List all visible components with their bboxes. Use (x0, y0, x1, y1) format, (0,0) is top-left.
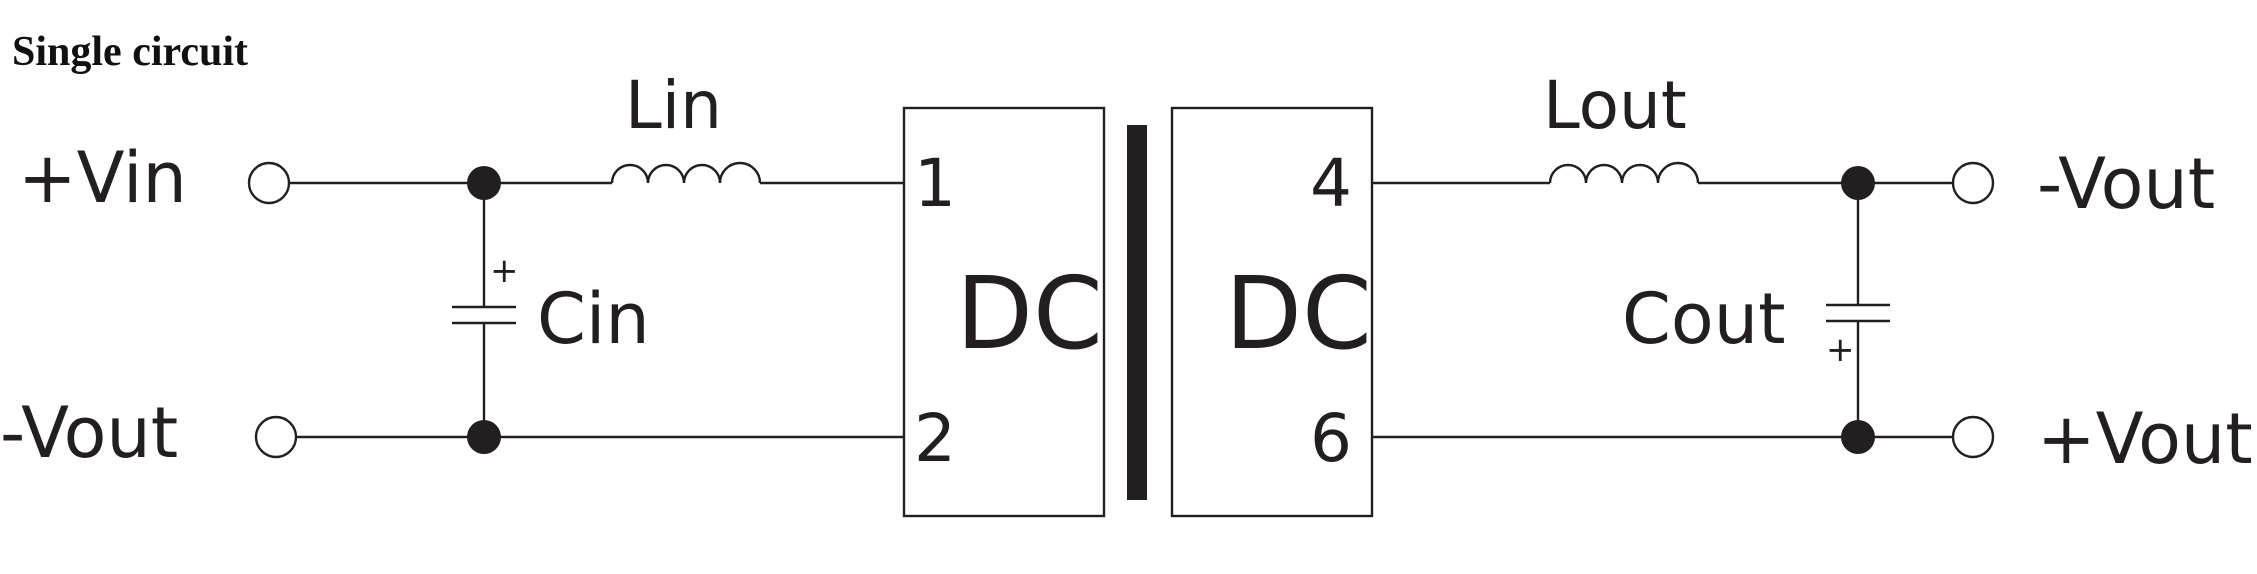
input-bottom-junction (467, 420, 501, 454)
input-capacitor-label: Cin (537, 278, 650, 360)
output-bottom-terminal-label: +Vout (2037, 398, 2253, 480)
converter-right-block (1170, 106, 1374, 518)
pin-6-label: 6 (1310, 400, 1352, 477)
output-bottom-junction (1841, 420, 1875, 454)
input-neg-terminal-label: -Vout (0, 392, 178, 474)
output-capacitor-polarity: + (1826, 330, 1855, 370)
input-capacitor (452, 183, 516, 437)
output-capacitor (1826, 183, 1890, 437)
input-pos-terminal (247, 161, 291, 205)
output-inductor-label: Lout (1543, 67, 1687, 144)
input-inductor (610, 161, 762, 184)
input-top-junction (467, 166, 501, 200)
output-top-terminal (1951, 161, 1995, 205)
output-inductor (1548, 161, 1700, 184)
converter-right-label: DC (1225, 255, 1372, 372)
transformer-core (1127, 125, 1147, 500)
output-bottom-terminal (1951, 415, 1995, 459)
output-top-terminal-label: -Vout (2037, 143, 2215, 225)
converter-left-block (902, 106, 1106, 518)
pin-4-label: 4 (1310, 145, 1352, 222)
input-neg-terminal (254, 415, 298, 459)
converter-left-label: DC (956, 255, 1103, 372)
output-capacitor-label: Cout (1622, 278, 1786, 360)
pin-2-label: 2 (914, 400, 956, 477)
output-top-junction (1841, 166, 1875, 200)
input-capacitor-polarity: + (490, 251, 519, 291)
input-inductor-label: Lin (625, 67, 722, 144)
diagram-title: Single circuit (12, 29, 248, 75)
pin-1-label: 1 (914, 145, 956, 222)
input-pos-terminal-label: +Vin (18, 137, 187, 219)
